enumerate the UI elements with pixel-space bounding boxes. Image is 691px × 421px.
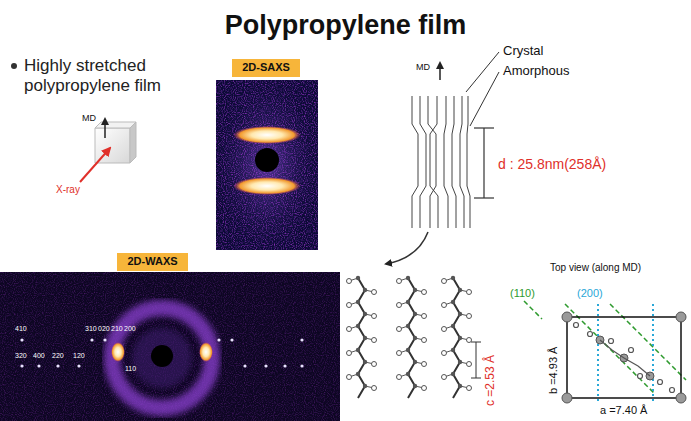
panel-heading: Top view (along MD) — [550, 262, 641, 274]
axis-label: MD — [82, 113, 96, 123]
dimension-label: d : 25.8nm(258Å) — [498, 156, 606, 172]
panel-tag: 2D-WAXS — [117, 253, 188, 271]
beam-label: X-ray — [56, 184, 80, 196]
bullet-text: Highly stretched polypropylene film — [24, 56, 174, 95]
part-label: Amorphous — [503, 64, 569, 79]
panel-tag-text: 2D-WAXS — [123, 255, 182, 267]
reflection-index: 120 — [73, 352, 85, 360]
reflection-index: 320 — [15, 352, 27, 360]
reflection-index: 410 — [15, 325, 27, 333]
reflection-index: 210 — [111, 325, 123, 333]
reflection-index: 400 — [33, 352, 45, 360]
panel-tag-text: 2D-SAXS — [238, 61, 294, 73]
reflection-index: 110 — [125, 365, 136, 373]
dimension-label: b =4.93 Å — [547, 347, 560, 394]
reflection-index: 310 — [85, 325, 97, 333]
panel-tag: 2D-SAXS — [232, 59, 300, 77]
plane-label: (200) — [577, 287, 603, 300]
slide-title: Polypropylene film — [0, 10, 691, 41]
axis-label: MD — [416, 62, 430, 72]
reflection-index: 220 — [52, 352, 64, 360]
reflection-index: 200 — [124, 325, 136, 333]
reflection-index: 020 — [98, 325, 110, 333]
dimension-label: c =2.53 Å — [484, 355, 498, 406]
dimension-label: a =7.40 Å — [600, 404, 647, 417]
plane-label: (110) — [510, 287, 535, 300]
part-label: Crystal — [503, 44, 543, 59]
